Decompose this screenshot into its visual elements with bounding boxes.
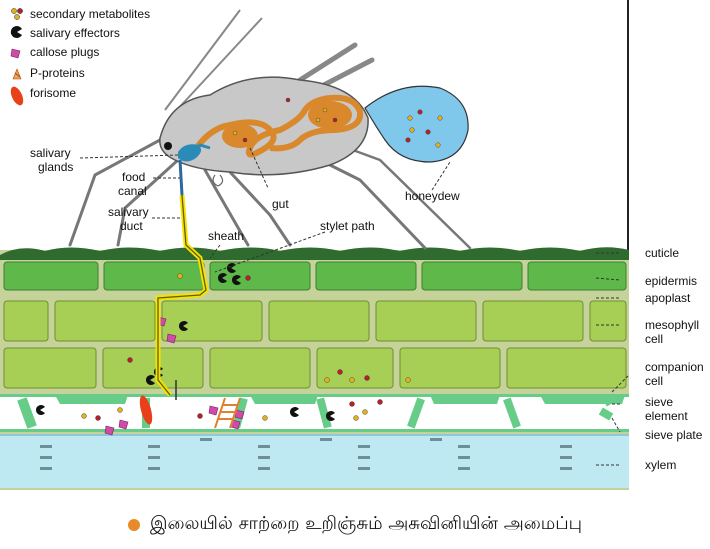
label-epidermis: epidermis: [645, 274, 697, 288]
label-stylet-path: stylet path: [320, 219, 375, 233]
tissue-effectors: [35, 263, 335, 421]
label-mesophyll-1: mesophyll: [645, 318, 699, 332]
legend-label-p-proteins: P-proteins: [30, 66, 85, 80]
label-gut: gut: [272, 197, 289, 211]
label-sieve-element-2: element: [645, 409, 688, 423]
label-companion-2: cell: [645, 374, 663, 388]
label-sheath: sheath: [208, 229, 244, 243]
pointer-lines: [79, 147, 629, 466]
plant-tissue: [0, 247, 629, 490]
mesophyll-row-1: [3, 300, 627, 342]
aphid-gut: [192, 94, 364, 158]
label-food-canal-1: food: [122, 170, 145, 184]
phloem-layer: [0, 393, 629, 432]
legend-label-callose: callose plugs: [30, 45, 99, 59]
tissue-metabolites: [81, 273, 411, 421]
label-salivary-glands-2: glands: [38, 160, 73, 174]
forisome-icon: [10, 86, 24, 106]
label-xylem: xylem: [645, 458, 676, 472]
xylem-layer: [0, 434, 629, 488]
forisome-body: [139, 395, 153, 425]
p-protein-cluster: [214, 397, 241, 429]
caption-text: இலையில் சாற்றை உறிஞ்சும் அசுவினியின் அமை…: [149, 513, 583, 534]
label-companion-1: companion: [645, 360, 704, 374]
legend-label-effectors: salivary effectors: [30, 26, 120, 40]
metabolite-dots-icon: [11, 8, 23, 20]
aphid-eye: [164, 142, 172, 150]
cuticle-layer: [0, 247, 629, 260]
caption: இலையில் சாற்றை உறிஞ்சும் அசுவினியின் அமை…: [0, 500, 710, 549]
label-food-canal-2: canal: [118, 184, 147, 198]
label-salivary-duct-1: salivary: [108, 205, 149, 219]
legend: secondary metabolites salivary effectors…: [10, 7, 150, 106]
callose-plug-icon: [10, 48, 21, 59]
caption-bullet-icon: [127, 518, 140, 531]
mesophyll-row-2: [3, 347, 627, 389]
diagram-labels: salivary glands food canal salivary duct…: [30, 146, 704, 472]
label-mesophyll-2: cell: [645, 332, 663, 346]
legend-label-metabolites: secondary metabolites: [30, 7, 150, 21]
stylet-path: [155, 194, 209, 400]
label-cuticle: cuticle: [645, 246, 679, 260]
honeydew-drop: [364, 85, 469, 163]
effector-pacman-icon: [10, 25, 22, 38]
aphid: [68, 9, 472, 250]
p-protein-icon: [12, 68, 22, 80]
label-salivary-glands-1: salivary: [30, 146, 71, 160]
epidermis-layer: [3, 261, 627, 291]
label-salivary-duct-2: duct: [120, 219, 143, 233]
label-sieve-element-1: sieve: [645, 395, 673, 409]
label-apoplast: apoplast: [645, 291, 691, 305]
legend-label-forisome: forisome: [30, 86, 76, 100]
label-honeydew: honeydew: [405, 189, 460, 203]
label-sieve-plate: sieve plate: [645, 428, 703, 442]
